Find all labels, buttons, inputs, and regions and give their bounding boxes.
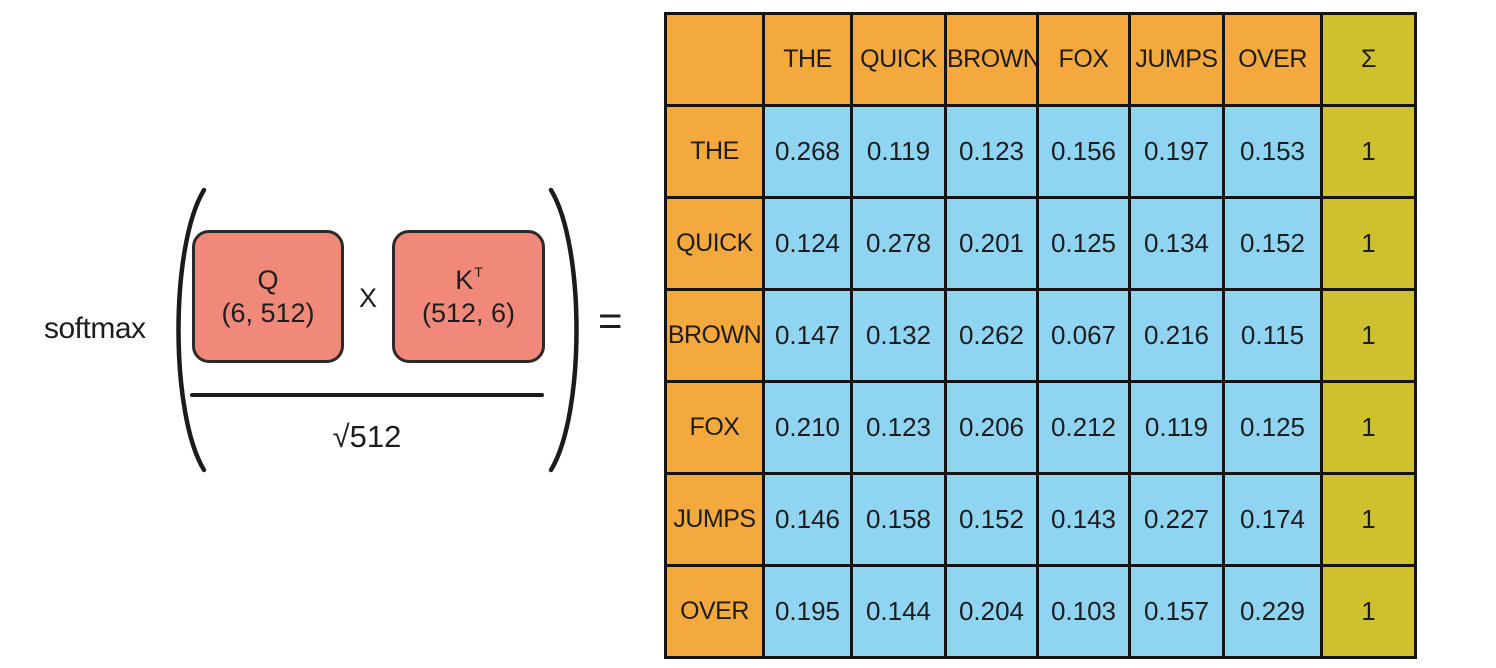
row-sum-cell: 1 [1320, 288, 1417, 383]
attention-value-cell: 0.157 [1128, 564, 1225, 659]
attention-value-cell: 0.115 [1222, 288, 1323, 383]
right-parenthesis [548, 187, 579, 473]
k-matrix-shape: (512, 6) [421, 297, 516, 328]
column-header-quick: QUICK [850, 12, 947, 107]
attention-value-cell: 0.212 [1036, 380, 1131, 475]
attention-value-cell: 0.153 [1222, 104, 1323, 199]
attention-value-cell: 0.119 [850, 104, 947, 199]
attention-value-cell: 0.229 [1222, 564, 1323, 659]
attention-value-cell: 0.123 [944, 104, 1039, 199]
equals-sign: = [598, 297, 623, 344]
attention-value-cell: 0.174 [1222, 472, 1323, 567]
row-sum-cell: 1 [1320, 380, 1417, 475]
attention-value-cell: 0.201 [944, 196, 1039, 291]
attention-value-cell: 0.204 [944, 564, 1039, 659]
attention-value-cell: 0.103 [1036, 564, 1131, 659]
attention-value-cell: 0.210 [762, 380, 853, 475]
attention-value-cell: 0.067 [1036, 288, 1131, 383]
row-header-over: OVER [664, 564, 765, 659]
attention-value-cell: 0.134 [1128, 196, 1225, 291]
fraction-bar [190, 393, 544, 397]
row-sum-cell: 1 [1320, 564, 1417, 659]
attention-value-cell: 0.262 [944, 288, 1039, 383]
attention-value-cell: 0.123 [850, 380, 947, 475]
transpose-superscript: T [474, 263, 483, 280]
q-matrix-name: Q [257, 264, 279, 295]
attention-value-cell: 0.124 [762, 196, 853, 291]
column-header-jumps: JUMPS [1128, 12, 1225, 107]
attention-value-cell: 0.158 [850, 472, 947, 567]
attention-value-cell: 0.206 [944, 380, 1039, 475]
column-header-the: THE [762, 12, 853, 107]
column-header-over: OVER [1222, 12, 1323, 107]
column-header-brown: BROWN [944, 12, 1039, 107]
attention-value-cell: 0.227 [1128, 472, 1225, 567]
attention-value-cell: 0.152 [944, 472, 1039, 567]
attention-value-cell: 0.278 [850, 196, 947, 291]
row-sum-cell: 1 [1320, 104, 1417, 199]
attention-value-cell: 0.216 [1128, 288, 1225, 383]
row-header-fox: FOX [664, 380, 765, 475]
q-matrix-box: Q (6, 512) [192, 230, 344, 363]
k-matrix-name: KT [455, 263, 483, 295]
attention-value-cell: 0.152 [1222, 196, 1323, 291]
attention-value-cell: 0.125 [1036, 196, 1131, 291]
q-matrix-shape: (6, 512) [221, 297, 315, 328]
left-parenthesis [176, 187, 207, 473]
sum-column-header: Σ [1320, 12, 1417, 107]
row-header-brown: BROWN [664, 288, 765, 383]
attention-value-cell: 0.156 [1036, 104, 1131, 199]
attention-value-cell: 0.146 [762, 472, 853, 567]
softmax-label: softmax [44, 312, 146, 345]
row-sum-cell: 1 [1320, 196, 1417, 291]
row-sum-cell: 1 [1320, 472, 1417, 567]
row-header-quick: QUICK [664, 196, 765, 291]
column-header-fox: FOX [1036, 12, 1131, 107]
attention-value-cell: 0.132 [850, 288, 947, 383]
attention-value-cell: 0.268 [762, 104, 853, 199]
attention-value-cell: 0.143 [1036, 472, 1131, 567]
k-transpose-matrix-box: KT (512, 6) [392, 230, 545, 363]
attention-value-cell: 0.144 [850, 564, 947, 659]
row-header-the: THE [664, 104, 765, 199]
attention-value-cell: 0.197 [1128, 104, 1225, 199]
multiply-operator: X [358, 283, 377, 313]
attention-value-cell: 0.125 [1222, 380, 1323, 475]
attention-value-cell: 0.147 [762, 288, 853, 383]
attention-value-cell: 0.119 [1128, 380, 1225, 475]
row-header-jumps: JUMPS [664, 472, 765, 567]
corner-cell [664, 12, 765, 107]
sqrt-denominator: √512 [332, 419, 402, 454]
attention-value-cell: 0.195 [762, 564, 853, 659]
